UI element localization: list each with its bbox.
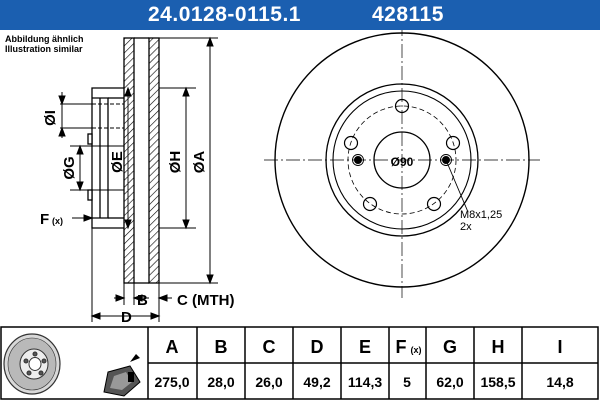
value-E: 114,3 <box>348 374 382 390</box>
label-diameter-I: ØI <box>42 110 59 126</box>
label-D: D <box>121 309 132 326</box>
illustration-note-de: Abbildung ähnlich <box>5 34 84 44</box>
label-diameter-G: ØG <box>61 156 78 179</box>
label-F-sub: (x) <box>52 216 63 226</box>
hub-hat <box>91 87 124 229</box>
bolt-hole <box>362 196 378 212</box>
label-F: F <box>40 211 49 228</box>
value-H: 158,5 <box>480 374 515 390</box>
bolt-hole <box>394 98 410 114</box>
label-C-mth: C (MTH) <box>177 292 234 309</box>
thread-leader <box>445 159 469 213</box>
thread-spec-label: M8x1,25 <box>460 209 502 221</box>
col-header-D: D <box>311 337 324 357</box>
col-header-I: I <box>557 337 562 357</box>
label-diameter-H: ØH <box>167 151 184 174</box>
disc-thumbnail <box>3 333 61 395</box>
inner-friction-ring <box>123 37 135 284</box>
label-diameter-A: ØA <box>191 151 208 174</box>
value-I: 14,8 <box>546 374 573 390</box>
col-header-C: C <box>263 337 276 357</box>
threaded-hole <box>354 156 362 164</box>
col-header-E: E <box>359 337 371 357</box>
col-header-F-sub: (x) <box>411 345 422 355</box>
label-diameter-E: ØE <box>109 151 126 173</box>
center-bore-label: Ø90 <box>391 155 414 169</box>
value-B: 28,0 <box>207 374 234 390</box>
thread-count-label: 2x <box>460 221 472 233</box>
threaded-hole-ring <box>440 154 452 166</box>
illustration-note-en: Illustration similar <box>5 44 83 54</box>
col-header-H: H <box>492 337 505 357</box>
hub-pictogram <box>103 354 141 397</box>
title-bar: 24.0128-0115.1 428115 <box>0 0 600 30</box>
col-header-G: G <box>443 337 457 357</box>
technical-drawing: ØI ØG ØE ØH ØA F (x) B C (MTH) D <box>40 30 540 326</box>
disc-front-view <box>264 30 540 298</box>
value-F: 5 <box>403 374 411 390</box>
section-dimensions <box>58 36 218 322</box>
col-header-A: A <box>166 337 179 357</box>
bolt-hole <box>445 135 461 151</box>
section-labels: ØI ØG ØE ØH ØA F (x) B C (MTH) D <box>40 110 234 326</box>
ate-number: 428115 <box>372 3 444 26</box>
col-header-F: F <box>396 337 407 357</box>
value-G: 62,0 <box>436 374 463 390</box>
col-header-B: B <box>215 337 228 357</box>
article-number: 24.0128-0115.1 <box>148 3 301 26</box>
bolt-hole <box>343 135 359 151</box>
label-B: B <box>137 292 148 309</box>
value-C: 26,0 <box>255 374 282 390</box>
bolt-hole <box>426 196 442 212</box>
value-A: 275,0 <box>154 374 189 390</box>
spec-table: A B C D E F (x) G H I 275,0 28,0 26,0 49… <box>0 326 599 400</box>
front-view-labels: Ø90 M8x1,25 2x <box>391 155 503 233</box>
outer-friction-ring <box>148 37 160 284</box>
value-D: 49,2 <box>303 374 330 390</box>
disc-section-view <box>87 37 160 284</box>
threaded-hole-ring <box>352 154 364 166</box>
